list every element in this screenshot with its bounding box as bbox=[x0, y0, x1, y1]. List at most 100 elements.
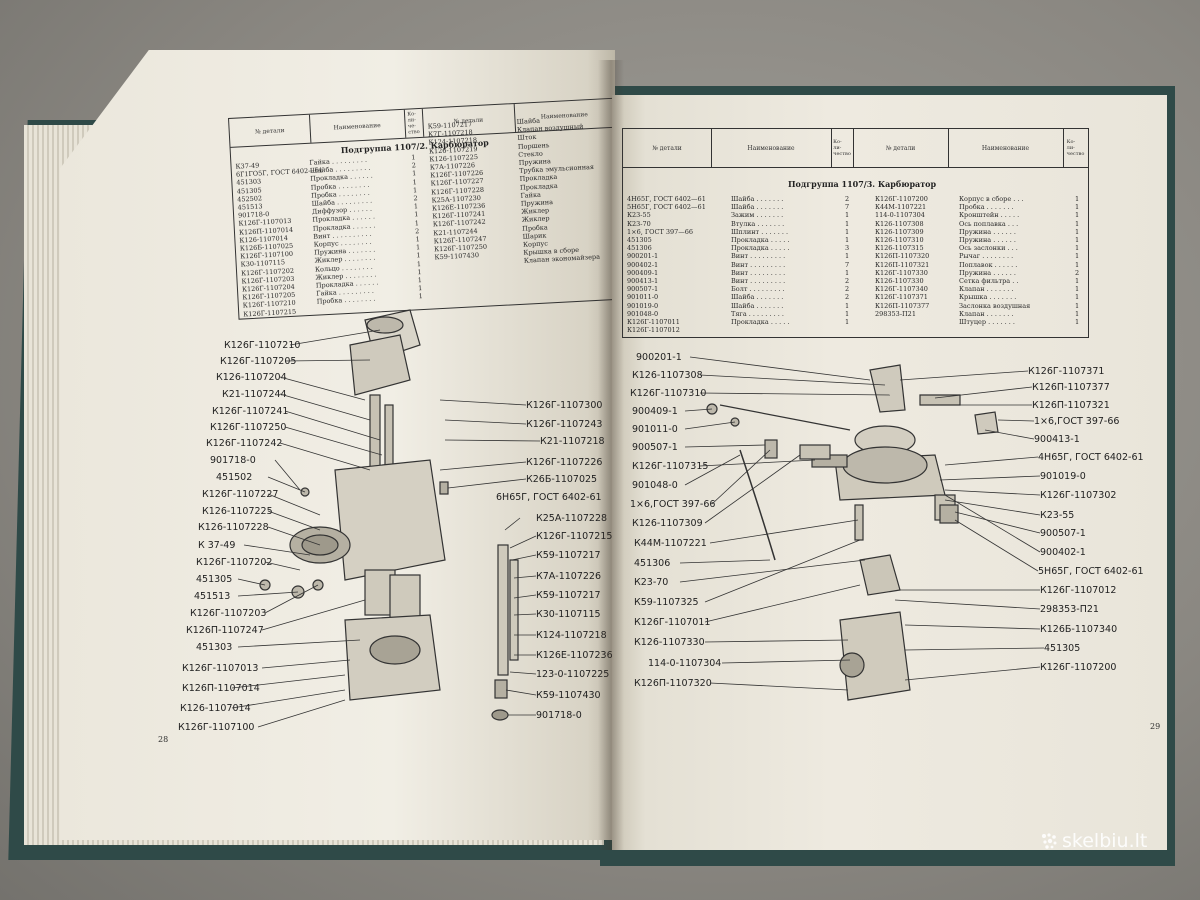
callout-label: К126Г-1107227 bbox=[202, 489, 279, 500]
right-table-header: № детали Наименование Ко- ли- чество № д… bbox=[623, 129, 1088, 168]
callout-label: 901718-0 bbox=[210, 455, 256, 466]
callout-label: К23-55 bbox=[1040, 510, 1075, 521]
callout-label: 451502 bbox=[216, 472, 253, 483]
callout-label: 451305 bbox=[1044, 643, 1081, 654]
callout-label: К126Г-1107226 bbox=[526, 457, 603, 468]
callout-label: К126-1107228 bbox=[198, 522, 269, 533]
callout-label: 901718-0 bbox=[536, 710, 582, 721]
book-gutter bbox=[598, 60, 624, 850]
callout-label: К126Г-1107315 bbox=[632, 461, 709, 472]
right-names-col-2: Корпус в сборе . . . Пробка . . . . . . … bbox=[959, 195, 1031, 327]
callout-label: К126Б-1107340 bbox=[1040, 624, 1118, 635]
right-table-title: Подгруппа 1107/3. Карбюратор bbox=[788, 179, 937, 189]
callout-label: К 37-49 bbox=[198, 540, 236, 551]
callout-label: 451513 bbox=[194, 591, 231, 602]
callout-label: К126Г-1107200 bbox=[1040, 662, 1117, 673]
watermark-text: skelbiu.lt bbox=[1062, 830, 1148, 852]
callout-label: К126Е-1107236 bbox=[536, 650, 613, 661]
callout-label: К23-70 bbox=[634, 577, 669, 588]
right-parts-col: 4Н65Г, ГОСТ 6402—61 5Н65Г, ГОСТ 6402—61 … bbox=[627, 195, 706, 335]
callout-label: К26Б-1107025 bbox=[526, 474, 598, 485]
callout-label: 5Н65Г, ГОСТ 6402-61 bbox=[1038, 566, 1144, 577]
callout-label: К126-1107330 bbox=[634, 637, 705, 648]
callout-label: К126Г-1107243 bbox=[526, 419, 603, 430]
callout-label: 4Н65Г, ГОСТ 6402-61 bbox=[1038, 452, 1144, 463]
callout-label: К126-1107204 bbox=[216, 372, 287, 383]
callout-label: К126Г-1107012 bbox=[1040, 585, 1117, 596]
callout-label: 451303 bbox=[196, 642, 233, 653]
callout-label: К126-1107308 bbox=[632, 370, 703, 381]
callout-label: 900507-1 bbox=[1040, 528, 1086, 539]
callout-label: К126Г-1107242 bbox=[206, 438, 283, 449]
callout-label: 900409-1 bbox=[632, 406, 678, 417]
right-hdr-qty-2: Ко- ли- чество bbox=[1066, 139, 1085, 157]
right-page-number: 29 bbox=[1150, 722, 1161, 731]
callout-label: К126Г-1107241 bbox=[212, 406, 289, 417]
callout-label: К124-1107218 bbox=[536, 630, 607, 641]
callout-label: К126Г-1107210 bbox=[224, 340, 301, 351]
callout-label: К126Г-1107203 bbox=[190, 608, 267, 619]
right-names-col: Шайба . . . . . . . Шайба . . . . . . . … bbox=[731, 195, 790, 327]
callout-label: К25А-1107228 bbox=[536, 513, 608, 524]
left-page bbox=[60, 50, 615, 840]
callout-label: К126Г-1107250 bbox=[210, 422, 287, 433]
callout-label: К126П-1107014 bbox=[182, 683, 260, 694]
callout-label: К59-1107217 bbox=[536, 550, 601, 561]
callout-label: К126П-1107320 bbox=[634, 678, 712, 689]
left-page-number: 28 bbox=[158, 735, 169, 744]
callout-label: 1×6,ГОСТ 397-66 bbox=[1034, 416, 1120, 427]
right-hdr-part-no: № детали bbox=[623, 129, 712, 167]
callout-label: К126Г-1107013 bbox=[182, 663, 259, 674]
callout-label: К126Г-1107302 bbox=[1040, 490, 1117, 501]
callout-label: К21-1107218 bbox=[540, 436, 605, 447]
callout-label: К7А-1107226 bbox=[536, 571, 602, 582]
callout-label: 114-0-1107304 bbox=[648, 658, 722, 669]
callout-label: 451306 bbox=[634, 558, 671, 569]
callout-label: К126П-1107247 bbox=[186, 625, 264, 636]
callout-label: К126П-1107321 bbox=[1032, 400, 1110, 411]
callout-label: К126-1107309 bbox=[632, 518, 703, 529]
callout-label: 901019-0 bbox=[1040, 471, 1086, 482]
callout-label: К126Г-1107011 bbox=[634, 617, 711, 628]
callout-label: К126Г-1107371 bbox=[1028, 366, 1105, 377]
callout-label: К126Г-1107202 bbox=[196, 557, 273, 568]
callout-label: 6Н65Г, ГОСТ 6402-61 bbox=[496, 492, 602, 503]
callout-label: К59-1107325 bbox=[634, 597, 699, 608]
callout-label: К59-1107217 bbox=[536, 590, 601, 601]
watermark: skelbiu.lt bbox=[1040, 830, 1147, 852]
right-parts-table: № детали Наименование Ко- ли- чество № д… bbox=[622, 128, 1089, 338]
callout-label: 900201-1 bbox=[636, 352, 682, 363]
callout-label: К126-1107014 bbox=[180, 703, 251, 714]
right-qty-col: 2 7 1 1 1 1 3 1 7 1 2 2 2 1 1 1 bbox=[845, 195, 850, 327]
callout-label: 900402-1 bbox=[1040, 547, 1086, 558]
right-hdr-part-no-2: № детали bbox=[853, 129, 949, 167]
right-hdr-name-2: Наименование bbox=[948, 129, 1064, 167]
callout-label: К126Г-1107300 bbox=[526, 400, 603, 411]
callout-label: К44М-1107221 bbox=[634, 538, 707, 549]
callout-label: 451305 bbox=[196, 574, 233, 585]
callout-label: К59-1107430 bbox=[536, 690, 601, 701]
watermark-logo-icon bbox=[1042, 833, 1057, 849]
callout-label: 900413-1 bbox=[1034, 434, 1080, 445]
callout-label: 298353-П21 bbox=[1040, 604, 1099, 615]
callout-label: К126-1107225 bbox=[202, 506, 273, 517]
right-qty-col-2: 1 1 1 1 1 1 1 1 1 2 1 1 1 1 1 1 bbox=[1075, 195, 1080, 327]
right-hdr-name: Наименование bbox=[711, 129, 832, 167]
callout-label: 901011-0 bbox=[632, 424, 678, 435]
callout-label: К126Г-1107205 bbox=[220, 356, 297, 367]
callout-label: К126Г-1107100 bbox=[178, 722, 255, 733]
callout-label: К126Г-1107310 bbox=[630, 388, 707, 399]
callout-label: К126П-1107377 bbox=[1032, 382, 1110, 393]
callout-label: 900507-1 bbox=[632, 442, 678, 453]
callout-label: 123-0-1107225 bbox=[536, 669, 610, 680]
right-hdr-qty: Ко- ли- чество bbox=[831, 129, 854, 167]
callout-label: К126Г-1107215 bbox=[536, 531, 613, 542]
right-parts-col-2: К126Г-1107200 К44М-1107221 114-0-1107304… bbox=[875, 195, 930, 318]
callout-label: К30-1107115 bbox=[536, 609, 601, 620]
callout-label: 1×6,ГОСТ 397-66 bbox=[630, 499, 716, 510]
callout-label: 901048-0 bbox=[632, 480, 678, 491]
